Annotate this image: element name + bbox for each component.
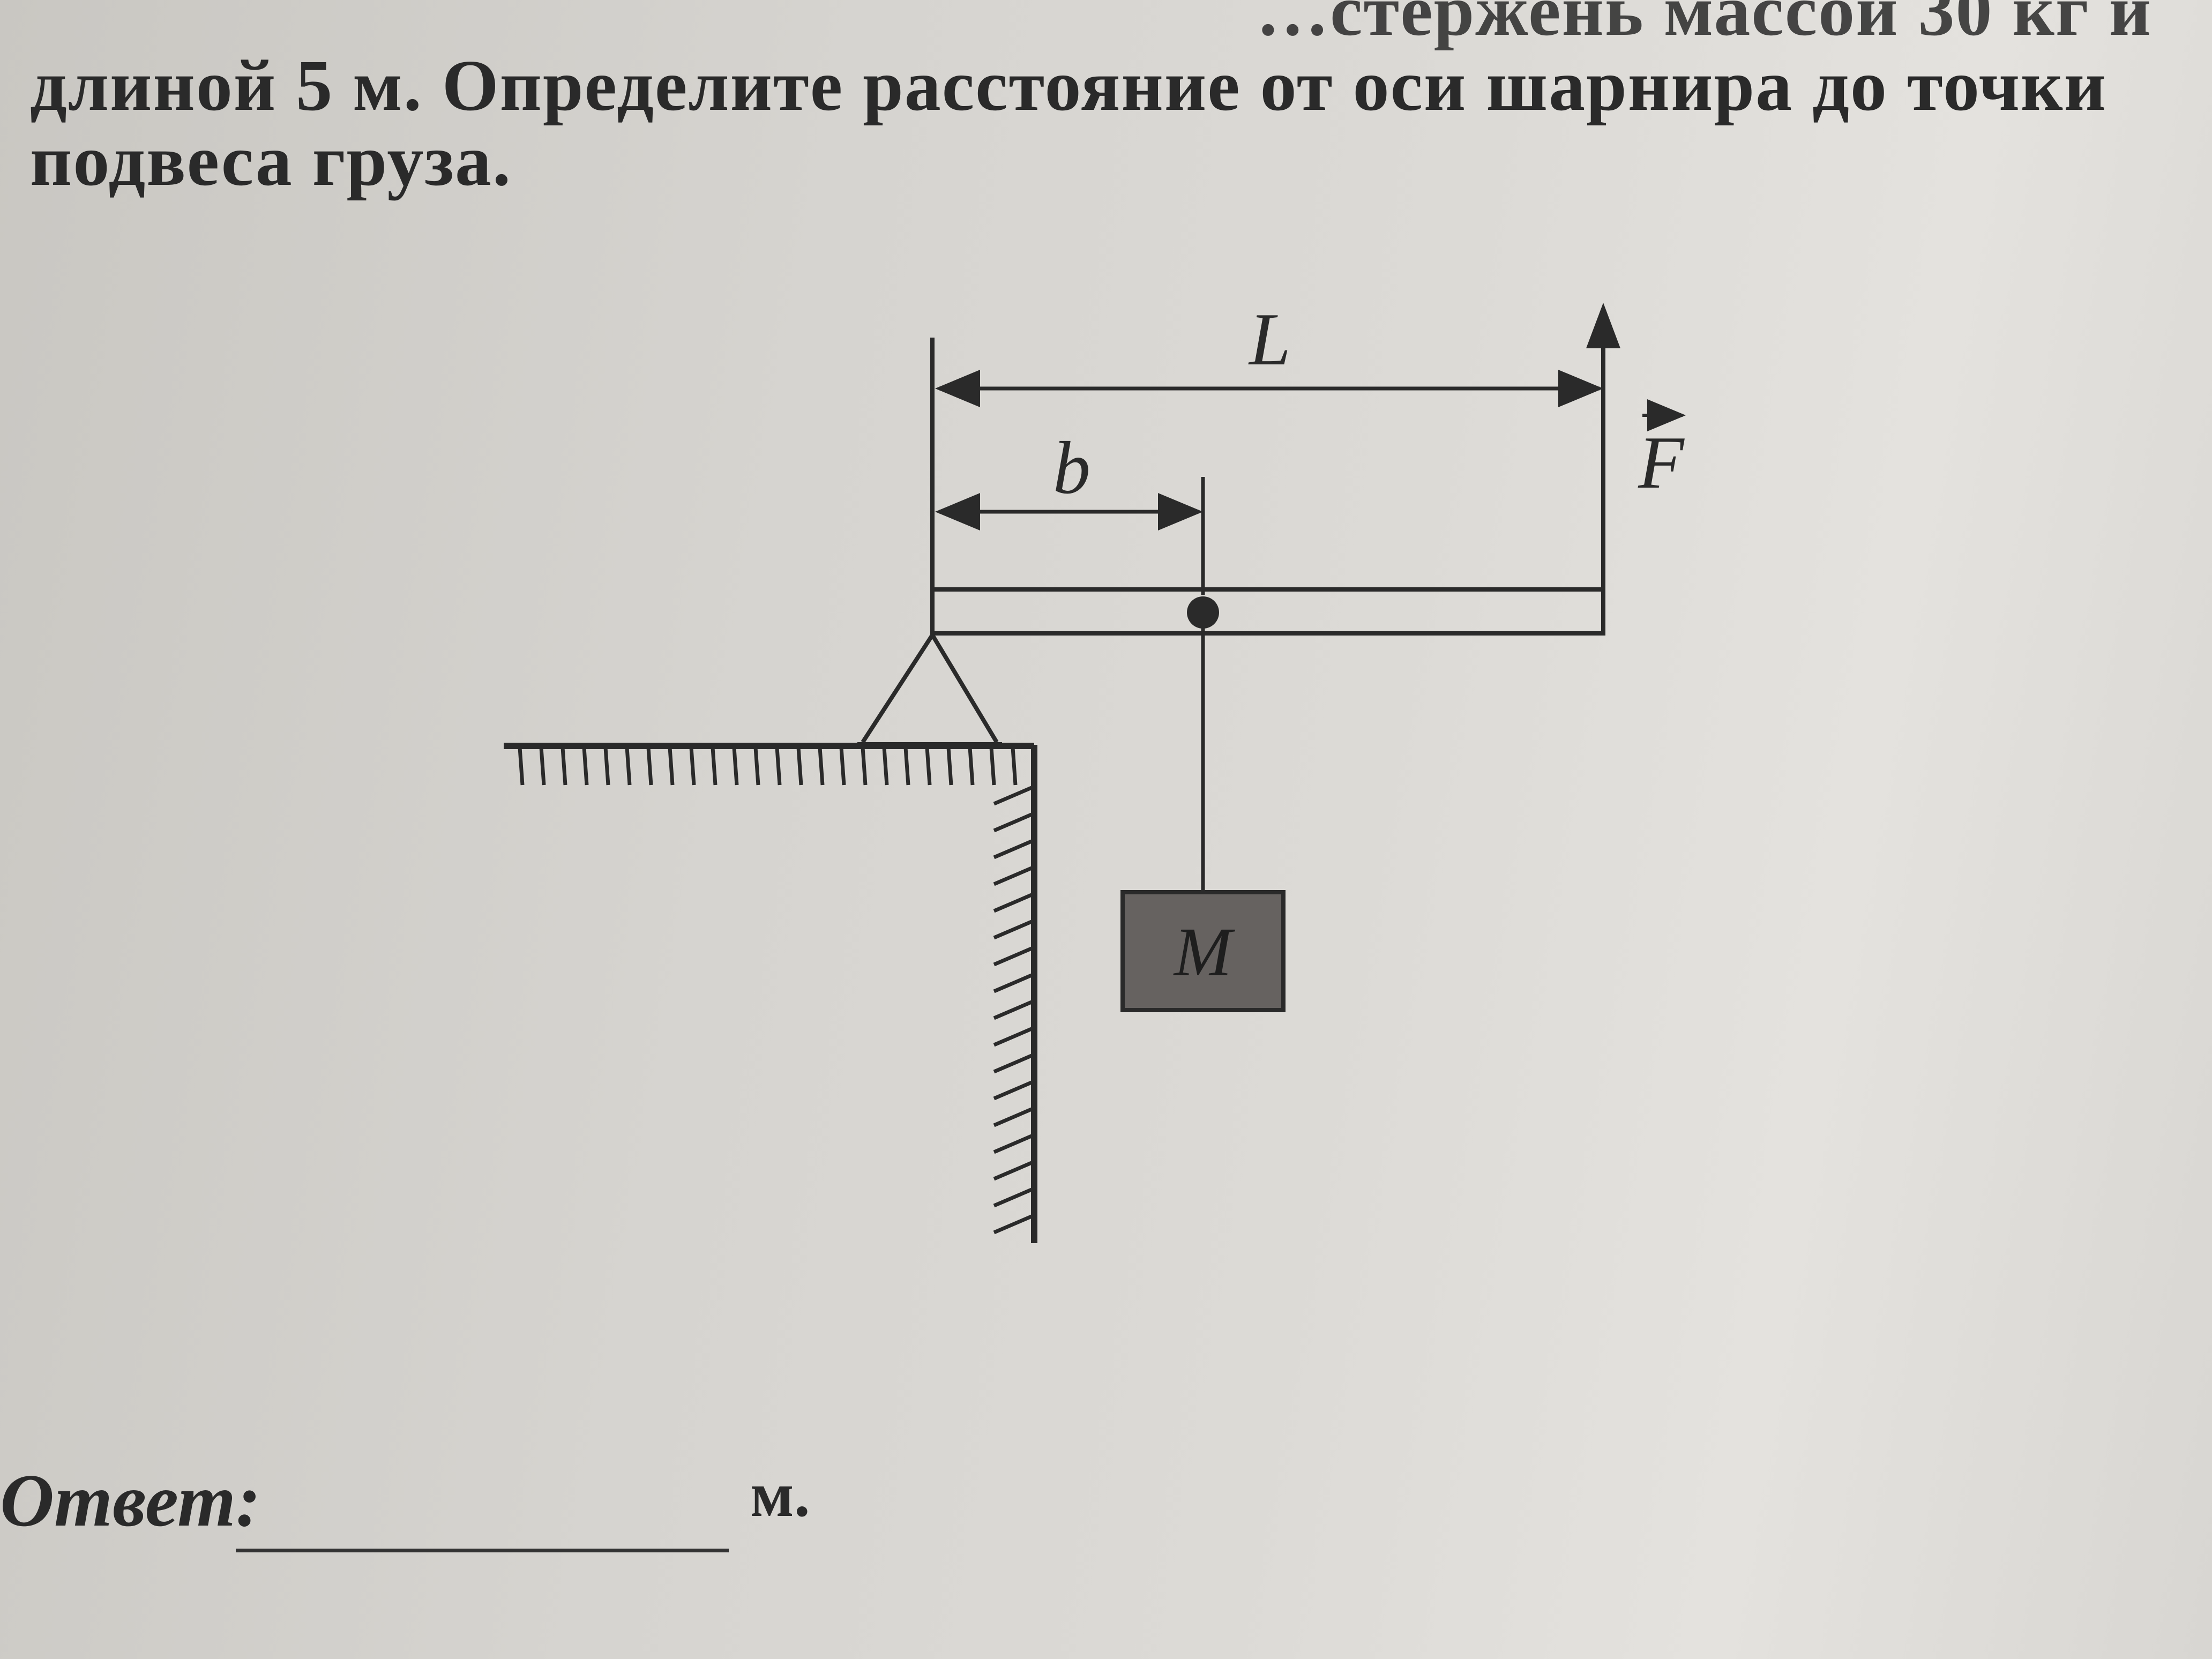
label-b: b xyxy=(1053,427,1090,510)
problem-statement: …стержень массой 30 кг и длиной 5 м. Опр… xyxy=(30,0,2152,201)
label-L: L xyxy=(1248,298,1291,381)
answer-blank[interactable] xyxy=(236,1549,729,1552)
answer-unit: м. xyxy=(750,1459,810,1530)
hinge-support xyxy=(861,633,999,744)
mass-block xyxy=(1120,890,1286,1012)
rod xyxy=(930,587,1605,636)
ground-hatching xyxy=(518,747,1018,786)
problem-line-2: длиной 5 м. Определите расстояние от оси… xyxy=(30,46,2107,126)
label-F: F xyxy=(1638,421,1685,504)
label-M: M xyxy=(1173,914,1236,991)
wall-hatching xyxy=(993,786,1033,1235)
force-arrowhead xyxy=(1586,303,1620,348)
answer-label: Ответ: xyxy=(0,1459,261,1542)
problem-line-1: …стержень массой 30 кг и xyxy=(1256,0,2152,51)
problem-line-3: подвеса груза. xyxy=(30,121,512,201)
